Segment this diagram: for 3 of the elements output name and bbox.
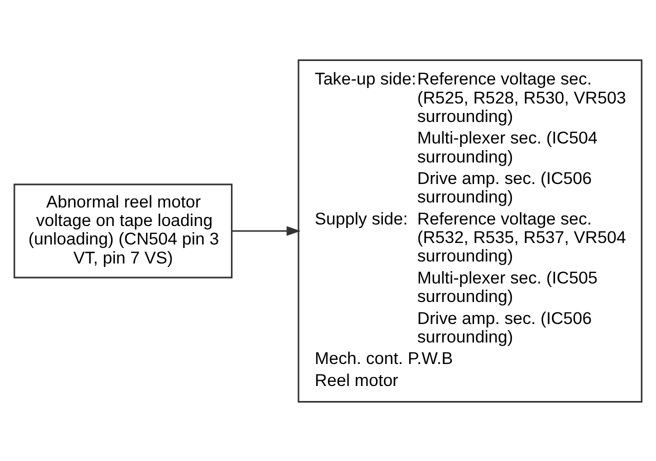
arrow bbox=[232, 226, 301, 236]
node-box: Abnormal reel motor voltage on tape loading (unloading) (CN504 pin 3 VT, pin 7 VS) bbox=[14, 183, 233, 278]
node-box: Take-up side:Reference voltage sec. (R525, R528, R530, VR503 surrounding) Multi-plexer sec. (IC504 surrounding) Drive amp. sec. (IC506 surrounding) Supply side: Reference voltage sec. (R532, R535, R537, VR504 surrounding) Multi-plexer sec. (IC505 surrounding) Drive amp. sec. (IC506 surrounding) Mech. cont. P.W.B Reel motor bbox=[298, 58, 642, 402]
